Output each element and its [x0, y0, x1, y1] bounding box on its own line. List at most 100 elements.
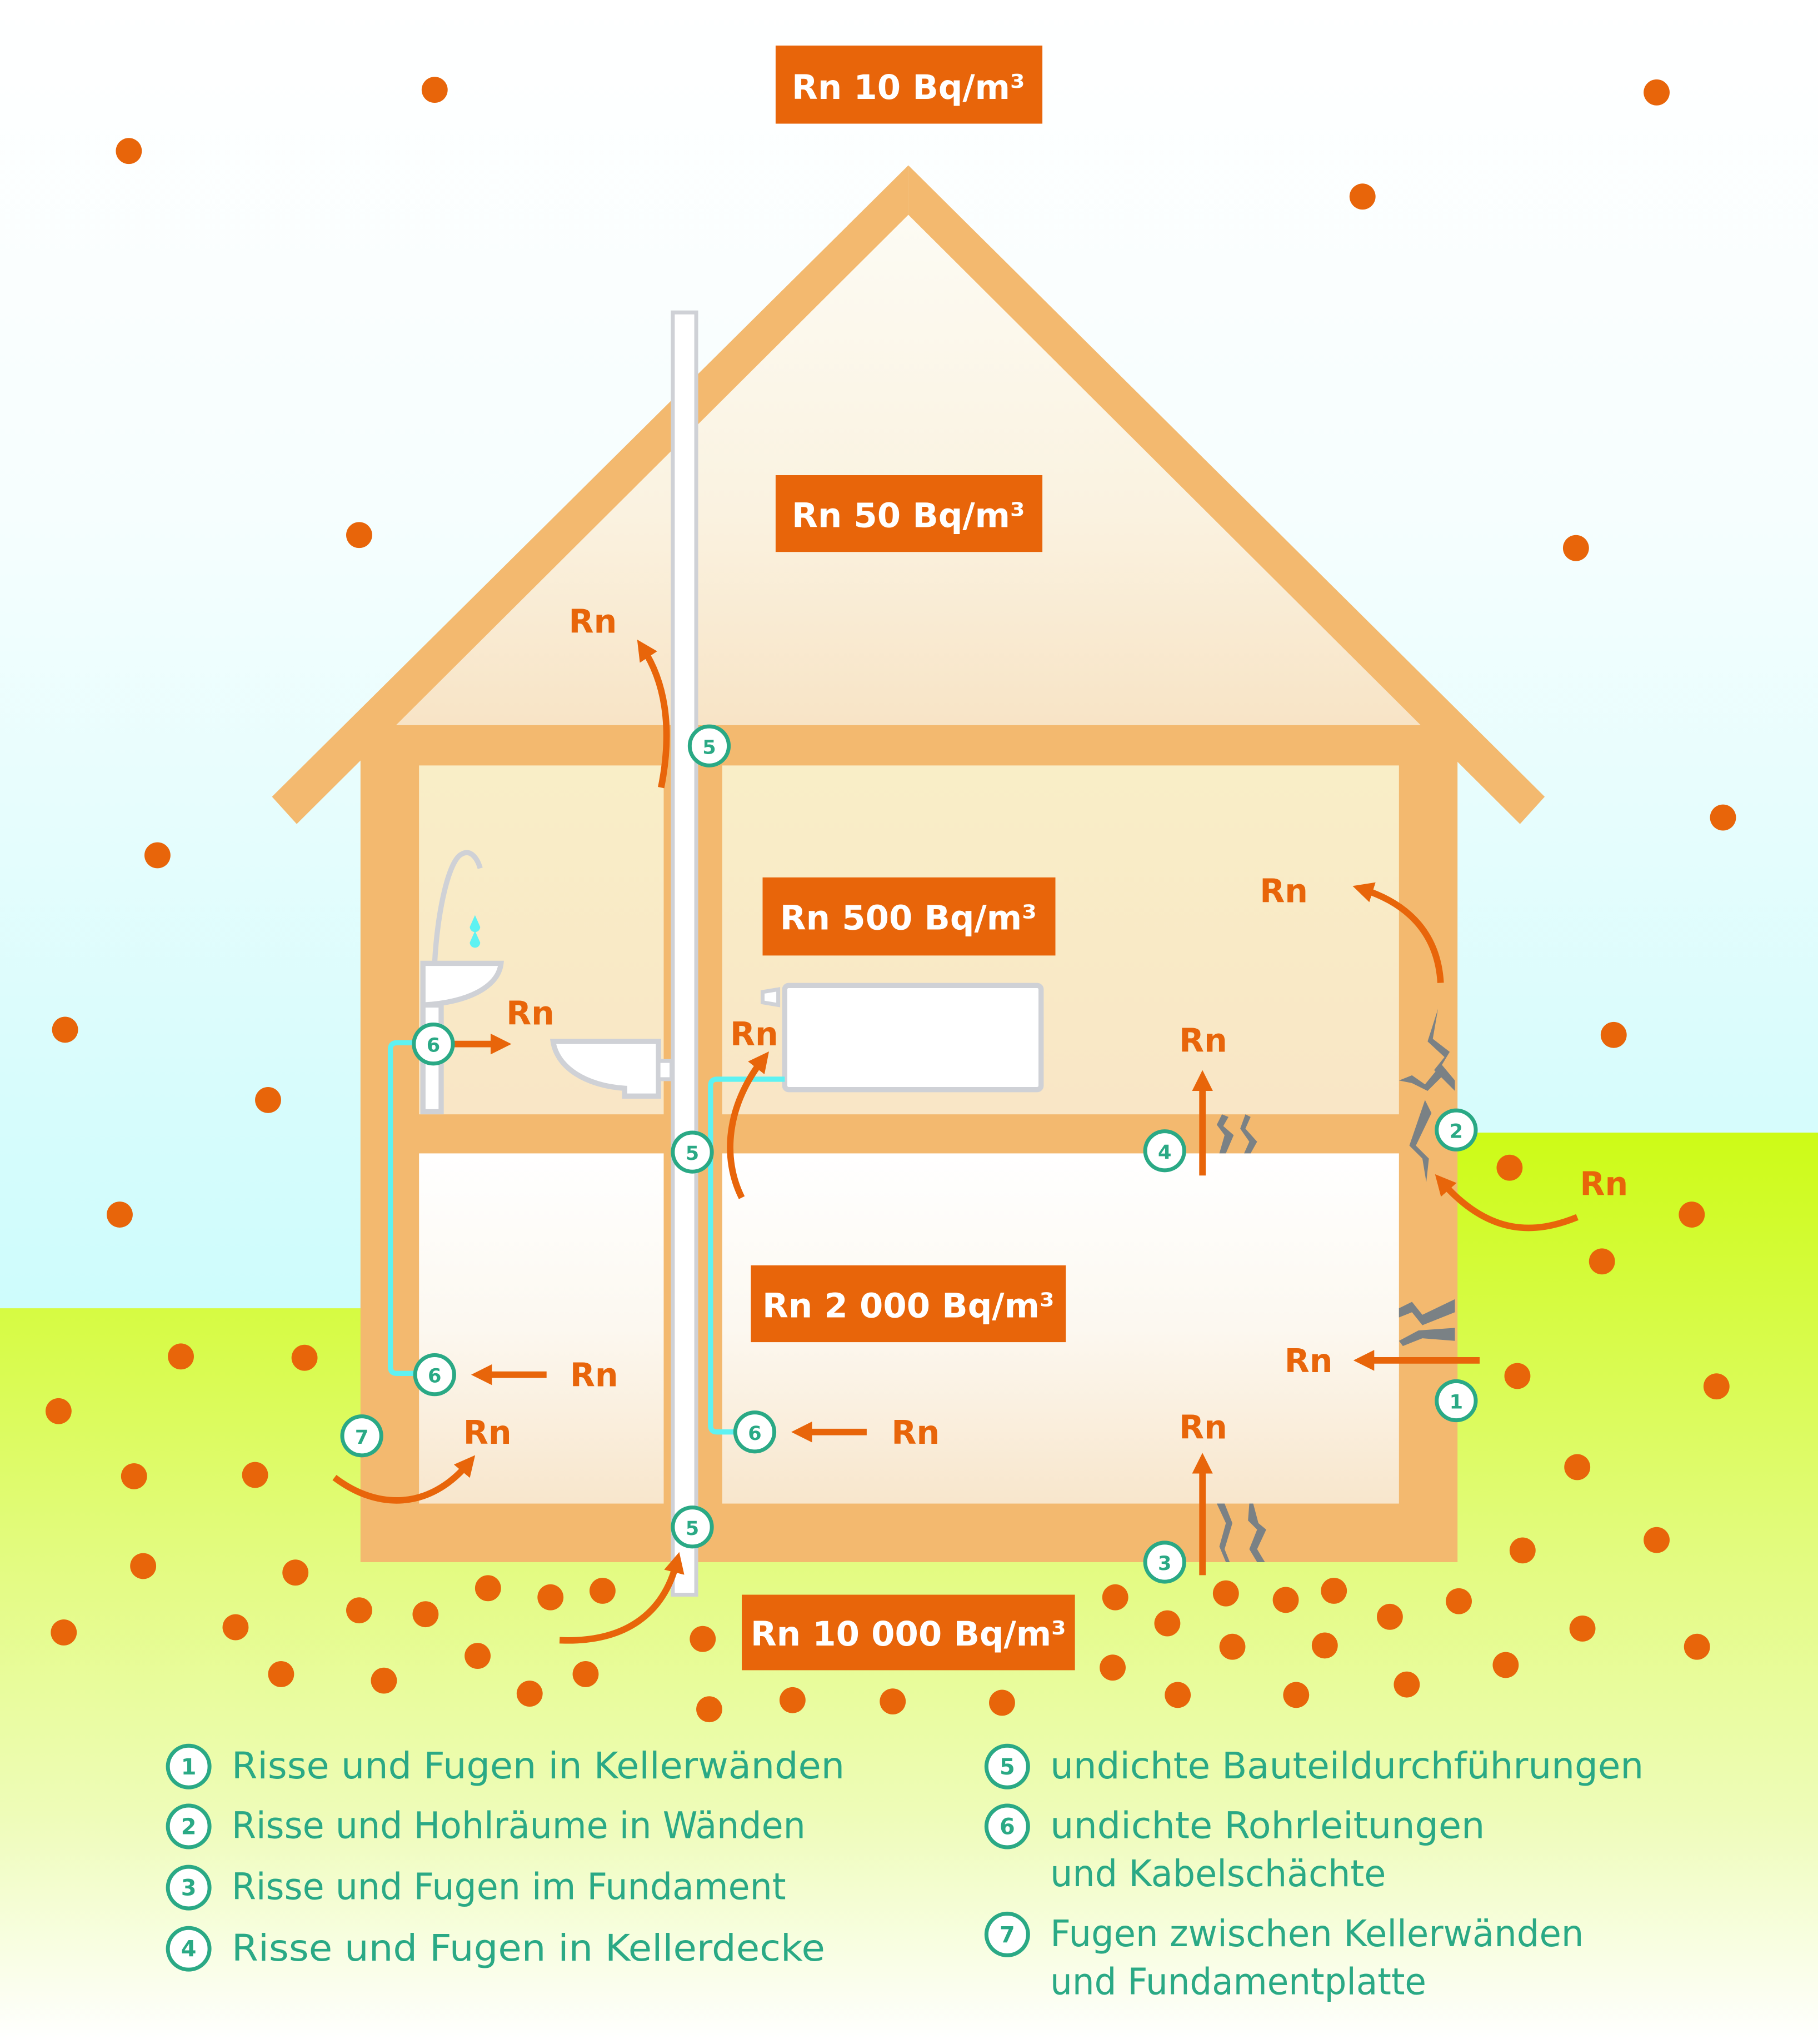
radon-particle: [144, 842, 171, 869]
radiator-body: [782, 983, 1044, 1093]
legend-label: und Kabelschächte: [1050, 1853, 1386, 1895]
badge-4: 4: [1143, 1129, 1186, 1173]
radon-particle: [421, 77, 448, 103]
legend-label: undichte Rohrleitungen: [1050, 1805, 1485, 1847]
legend-item-1: 1 Risse und Fugen in Kellerwänden: [166, 1743, 845, 1789]
crack-icon: [1399, 1070, 1442, 1091]
arrow-wall-up: [1352, 882, 1444, 983]
rn-label: Rn: [570, 1357, 618, 1394]
rn-label: Rn: [506, 995, 555, 1033]
room-cellar-left: [419, 1153, 664, 1504]
radon-particle: [116, 138, 142, 164]
concentration-basement: Rn 2 000 Bq/m³: [751, 1265, 1066, 1343]
vertical-pipe: [671, 310, 698, 1597]
radon-particle: [1496, 1154, 1523, 1181]
legend-badge: [166, 1743, 212, 1789]
concentration-boxes: Rn 10 Bq/m³ Rn 50 Bq/m³ Rn 500 Bq/m³ Rn …: [742, 45, 1075, 1671]
radon-particle: [1564, 1454, 1591, 1480]
legend-badge-number: 7: [1000, 1922, 1015, 1948]
svg-text:3: 3: [1158, 1552, 1171, 1575]
radon-particle: [1569, 1616, 1596, 1642]
crack-icon: [1248, 1503, 1266, 1562]
badge-7: 7: [340, 1414, 383, 1458]
svg-text:6: 6: [428, 1365, 441, 1388]
attic-interior: [390, 195, 1425, 725]
radon-particle: [589, 1578, 616, 1604]
radon-particle: [412, 1601, 439, 1628]
rn-labels: Rn Rn Rn Rn Rn Rn Rn Rn Rn Rn Rn: [463, 602, 1628, 1451]
radon-particle: [475, 1575, 501, 1602]
crack-icon: [1399, 1299, 1455, 1325]
radon-particle: [1589, 1248, 1615, 1275]
svg-text:6: 6: [427, 1034, 440, 1057]
svg-text:7: 7: [355, 1426, 368, 1449]
badge-6: 6: [413, 1353, 456, 1397]
arrow-radiator: [727, 1051, 770, 1199]
legend-badge: [984, 1743, 1030, 1789]
legend-badge: [984, 1911, 1030, 1957]
cracks: [1216, 1009, 1455, 1562]
arrow-attic: [637, 639, 670, 789]
legend-badge-number: 4: [181, 1937, 197, 1962]
toilet-bowl: [550, 1039, 661, 1099]
concentration-attic: Rn 50 Bq/m³: [775, 475, 1043, 552]
crack-icon: [1399, 1328, 1455, 1347]
crack-icon: [1427, 1009, 1455, 1091]
legend-badge-number: 6: [1000, 1814, 1015, 1840]
rn-label: Rn: [1580, 1165, 1628, 1203]
crack-icon: [1216, 1503, 1233, 1562]
radon-particle: [1100, 1654, 1126, 1681]
svg-text:Rn 10 Bq/m³: Rn 10 Bq/m³: [792, 68, 1025, 107]
badge-5: 5: [671, 1505, 714, 1549]
rn-label: Rn: [1260, 872, 1308, 910]
rn-label: Rn: [1179, 1022, 1227, 1060]
radon-particles: [45, 77, 1736, 1723]
crack-icon: [1409, 1100, 1432, 1182]
crack-icon: [1240, 1114, 1257, 1154]
badge-1: 1: [1435, 1379, 1478, 1423]
svg-text:5: 5: [702, 736, 716, 759]
radon-particle: [107, 1202, 133, 1228]
radon-particle: [779, 1687, 806, 1713]
badge-2: 2: [1435, 1108, 1478, 1151]
water-drop-icon: [470, 915, 481, 933]
toilet-connector: [656, 1059, 674, 1081]
radon-particle: [1446, 1588, 1472, 1614]
legend-badge-number: 1: [181, 1754, 197, 1780]
legend-label: undichte Bauteildurchführungen: [1050, 1745, 1644, 1787]
radon-particle: [1644, 1527, 1670, 1553]
radon-particle: [242, 1462, 268, 1488]
concentration-ground-floor: Rn 500 Bq/m³: [762, 877, 1056, 956]
radon-particle: [52, 1016, 78, 1043]
concentration-soil: Rn 10 000 Bq/m³: [742, 1594, 1075, 1671]
radon-particle: [1311, 1632, 1338, 1659]
roof-left: [272, 165, 908, 824]
svg-text:6: 6: [748, 1422, 761, 1445]
radon-particle: [1600, 1021, 1627, 1048]
radon-particle: [1377, 1603, 1403, 1630]
radon-particle: [130, 1553, 157, 1579]
radon-particle: [1283, 1682, 1310, 1708]
supply-pipes: [387, 1040, 785, 1435]
svg-text:2: 2: [1450, 1120, 1463, 1143]
legend-label: Risse und Fugen in Kellerwänden: [232, 1745, 845, 1787]
radon-particle: [45, 1398, 72, 1424]
radon-particle: [1219, 1633, 1246, 1660]
badge-6: 6: [412, 1023, 455, 1066]
radon-particle: [880, 1688, 906, 1715]
svg-text:Rn 500 Bq/m³: Rn 500 Bq/m³: [780, 899, 1037, 938]
radon-particle: [1165, 1682, 1191, 1708]
radon-particle: [1321, 1578, 1347, 1604]
svg-text:Rn 50 Bq/m³: Rn 50 Bq/m³: [792, 496, 1025, 536]
radon-particle: [1509, 1537, 1536, 1564]
legend-label: Risse und Hohlräume in Wänden: [232, 1805, 806, 1847]
legend-item-6: 6 undichte Rohrleitungen und Kabelschächte: [984, 1803, 1485, 1895]
radon-particle: [1562, 535, 1589, 561]
radon-particle: [572, 1661, 599, 1687]
radon-particle: [282, 1559, 309, 1586]
radon-particle: [346, 1597, 372, 1624]
